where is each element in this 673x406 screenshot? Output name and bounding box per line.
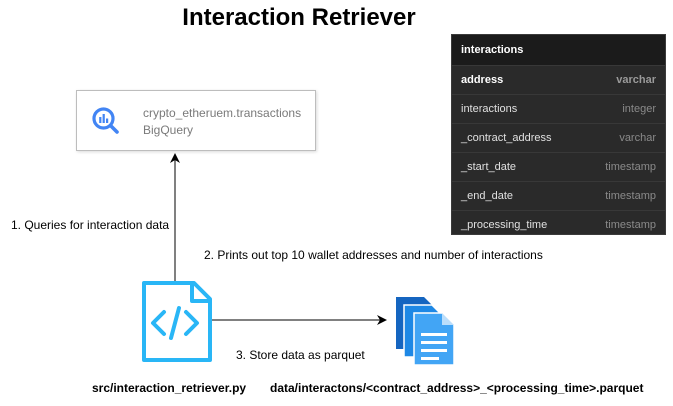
schema-column-type: integer xyxy=(622,103,656,115)
schema-row: _contract_address varchar xyxy=(452,123,665,152)
bigquery-table-name: crypto_etheruem.transactions xyxy=(143,106,302,120)
output-filename: data/interactons/<contract_address>_<pro… xyxy=(270,381,644,395)
schema-column-type: timestamp xyxy=(605,190,656,202)
schema-column-name: _start_date xyxy=(461,161,517,173)
bigquery-service-label: BigQuery xyxy=(143,123,194,137)
schema-row: _start_date timestamp xyxy=(452,152,665,181)
schema-row: _processing_time timestamp xyxy=(452,210,665,239)
bigquery-table-node[interactable]: crypto_etheruem.transactions BigQuery xyxy=(76,90,316,151)
schema-column-name: interactions xyxy=(461,103,518,115)
schema-column-type: varchar xyxy=(619,132,656,144)
schema-row: interactions integer xyxy=(452,94,665,123)
page-title: Interaction Retriever xyxy=(182,4,416,31)
interactions-schema-table: interactions address varchar interaction… xyxy=(451,34,666,235)
schema-column-name: _contract_address xyxy=(461,132,552,144)
schema-row: address varchar xyxy=(452,65,665,94)
step-query-label: 1. Queries for interaction data xyxy=(11,218,170,232)
schema-column-type: timestamp xyxy=(605,219,656,231)
step-print-label: 2. Prints out top 10 wallet addresses an… xyxy=(204,248,543,262)
schema-column-type: varchar xyxy=(616,74,656,86)
schema-column-name: _processing_time xyxy=(461,219,548,231)
code-file-icon[interactable] xyxy=(140,281,212,367)
schema-column-name: _end_date xyxy=(461,190,513,202)
schema-column-type: timestamp xyxy=(605,161,656,173)
documents-icon[interactable] xyxy=(394,295,464,370)
bigquery-magnifier-icon xyxy=(91,106,121,141)
schema-table-name: interactions xyxy=(452,35,665,65)
schema-row: _end_date timestamp xyxy=(452,181,665,210)
schema-column-name: address xyxy=(461,74,504,86)
script-filename: src/interaction_retriever.py xyxy=(92,381,247,395)
step-store-label: 3. Store data as parquet xyxy=(236,348,365,362)
